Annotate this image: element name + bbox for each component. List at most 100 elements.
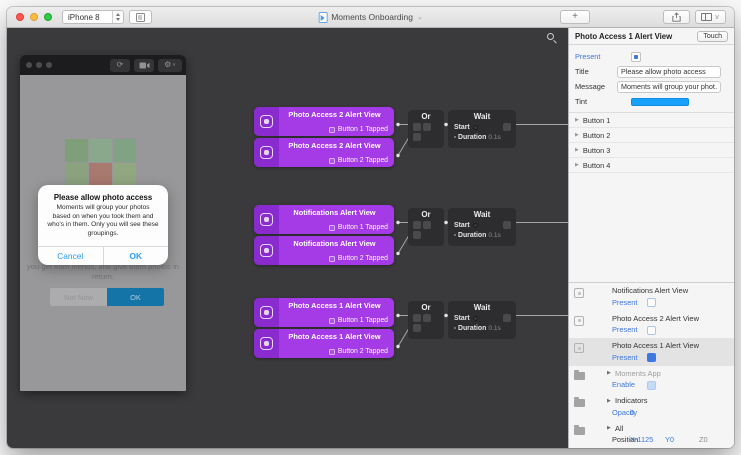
button-4-row[interactable]: ▶Button 4 — [569, 158, 734, 173]
input-port[interactable] — [423, 221, 431, 229]
event-node[interactable]: Photo Access 1 Alert View Button 2 Tappe… — [254, 329, 394, 358]
output-port[interactable] — [503, 123, 511, 131]
event-checkbox[interactable] — [328, 255, 335, 262]
output-port[interactable] — [503, 314, 511, 322]
document-title-menu[interactable]: Moments Onboarding ⌄ — [318, 7, 423, 27]
add-artboard-button[interactable]: + — [560, 10, 590, 24]
app-window: iPhone 8 Moments Onboarding ⌄ + ∨ — [7, 7, 734, 448]
event-checkbox[interactable] — [328, 157, 335, 164]
layer-icon — [574, 315, 584, 326]
layer-row-selected[interactable]: Photo Access 1 Alert View Present — [569, 338, 734, 366]
refresh-icon: ⟳ — [116, 60, 124, 69]
event-checkbox[interactable] — [328, 317, 335, 324]
layer-row[interactable]: Notifications Alert View Present — [569, 283, 734, 311]
present-link[interactable]: Present — [612, 325, 638, 334]
zoom-window-button[interactable] — [44, 13, 52, 21]
event-node[interactable]: Photo Access 2 Alert View Button 2 Tappe… — [254, 138, 394, 167]
disclosure-triangle-icon: ▶ — [575, 147, 579, 153]
present-link[interactable]: Present — [612, 297, 638, 307]
present-link[interactable]: Present — [612, 352, 638, 362]
not-now-button[interactable]: Not Now — [50, 288, 107, 306]
input-port[interactable] — [423, 123, 431, 131]
title-field[interactable] — [617, 65, 721, 78]
input-port[interactable] — [413, 133, 421, 141]
minimize-window-button[interactable] — [30, 13, 38, 21]
preview-window[interactable]: ⟳ ⚙∨ you get from friends, and give them… — [20, 55, 186, 391]
input-port[interactable] — [423, 314, 431, 322]
event-node[interactable]: Photo Access 2 Alert View Button 1 Tappe… — [254, 107, 394, 136]
event-node[interactable]: Notifications Alert View Button 2 Tapped — [254, 236, 394, 265]
alert-message: Moments will group your photos based on … — [47, 204, 159, 238]
search-icon[interactable] — [547, 33, 558, 44]
layer-row[interactable]: ▶ Moments App Enable — [569, 366, 734, 394]
start-checkbox[interactable] — [472, 315, 478, 321]
layer-row[interactable]: Photo Access 2 Alert View Present — [569, 311, 734, 339]
device-select[interactable]: iPhone 8 — [62, 10, 124, 24]
alert-cancel-button[interactable]: Cancel — [38, 246, 104, 265]
opacity-value[interactable]: 0 — [630, 407, 635, 417]
flow-group: Photo Access 2 Alert View Button 1 Tappe… — [254, 107, 516, 169]
record-button[interactable] — [134, 58, 154, 72]
alert-title: Please allow photo access — [53, 193, 153, 202]
or-node[interactable]: Or — [408, 110, 444, 148]
disclosure-triangle-icon[interactable]: ▶ — [607, 397, 611, 404]
output-port[interactable] — [503, 221, 511, 229]
input-port[interactable] — [413, 314, 421, 322]
share-button[interactable] — [663, 10, 690, 24]
or-node[interactable]: Or — [408, 208, 444, 246]
present-checkbox[interactable] — [631, 51, 641, 62]
start-checkbox[interactable] — [472, 124, 478, 130]
preview-toggle-button[interactable] — [129, 10, 152, 24]
button-2-row[interactable]: ▶Button 2 — [569, 128, 734, 143]
layer-row[interactable]: ▶ Indicators Opacity 0 — [569, 393, 734, 421]
enable-checkbox[interactable] — [647, 380, 656, 390]
input-port[interactable] — [413, 324, 421, 332]
toolbar: iPhone 8 Moments Onboarding ⌄ + ∨ — [7, 7, 734, 28]
event-checkbox[interactable] — [328, 224, 335, 231]
onboarding-ok-button[interactable]: OK — [107, 288, 164, 306]
disclosure-triangle-icon[interactable]: ▶ — [607, 425, 611, 431]
present-checkbox[interactable] — [647, 325, 656, 335]
disclosure-triangle-icon: ▶ — [575, 162, 579, 168]
input-port[interactable] — [413, 231, 421, 239]
chevron-down-icon: ∨ — [172, 61, 176, 68]
disclosure-triangle-icon[interactable]: ▶ — [607, 370, 611, 376]
opacity-link[interactable]: Opacity — [612, 407, 638, 417]
restart-preview-button[interactable]: ⟳ — [110, 58, 130, 72]
button-3-row[interactable]: ▶Button 3 — [569, 143, 734, 158]
folder-icon — [574, 369, 585, 380]
view-options-button[interactable]: ∨ — [695, 10, 726, 24]
flow-canvas[interactable]: ⟳ ⚙∨ you get from friends, and give them… — [7, 28, 568, 448]
button-1-row[interactable]: ▶Button 1 — [569, 113, 734, 128]
close-window-button[interactable] — [16, 13, 24, 21]
layer-thumb — [254, 329, 279, 358]
position-y-value[interactable]: Y0 — [665, 435, 675, 444]
folder-icon — [574, 397, 585, 407]
layer-row[interactable]: ▶ All Position X-1125 Y0 Z0 — [569, 421, 734, 449]
touch-mode-button[interactable]: Touch — [697, 30, 728, 42]
event-checkbox[interactable] — [328, 126, 335, 133]
event-node[interactable]: Photo Access 1 Alert View Button 1 Tappe… — [254, 298, 394, 327]
tint-color-swatch[interactable] — [631, 97, 689, 106]
position-x-value[interactable]: X-1125 — [630, 435, 654, 444]
present-label[interactable]: Present — [575, 52, 601, 61]
message-field[interactable] — [617, 80, 721, 93]
input-port[interactable] — [413, 123, 421, 131]
message-label: Message — [575, 82, 605, 91]
input-port[interactable] — [413, 221, 421, 229]
device-select-value: iPhone 8 — [68, 12, 100, 22]
present-checkbox[interactable] — [647, 298, 656, 307]
or-node[interactable]: Or — [408, 301, 444, 339]
event-checkbox[interactable] — [328, 348, 335, 355]
enable-link[interactable]: Enable — [612, 380, 636, 389]
chevron-down-icon: ∨ — [714, 14, 720, 21]
position-z-value[interactable]: Z0 — [699, 435, 708, 444]
preview-settings-button[interactable]: ⚙∨ — [158, 58, 182, 72]
alert-ok-button[interactable]: OK — [129, 250, 143, 261]
start-checkbox[interactable] — [472, 222, 478, 228]
present-checkbox[interactable] — [647, 353, 656, 362]
event-node[interactable]: Notifications Alert View Button 1 Tapped — [254, 205, 394, 234]
